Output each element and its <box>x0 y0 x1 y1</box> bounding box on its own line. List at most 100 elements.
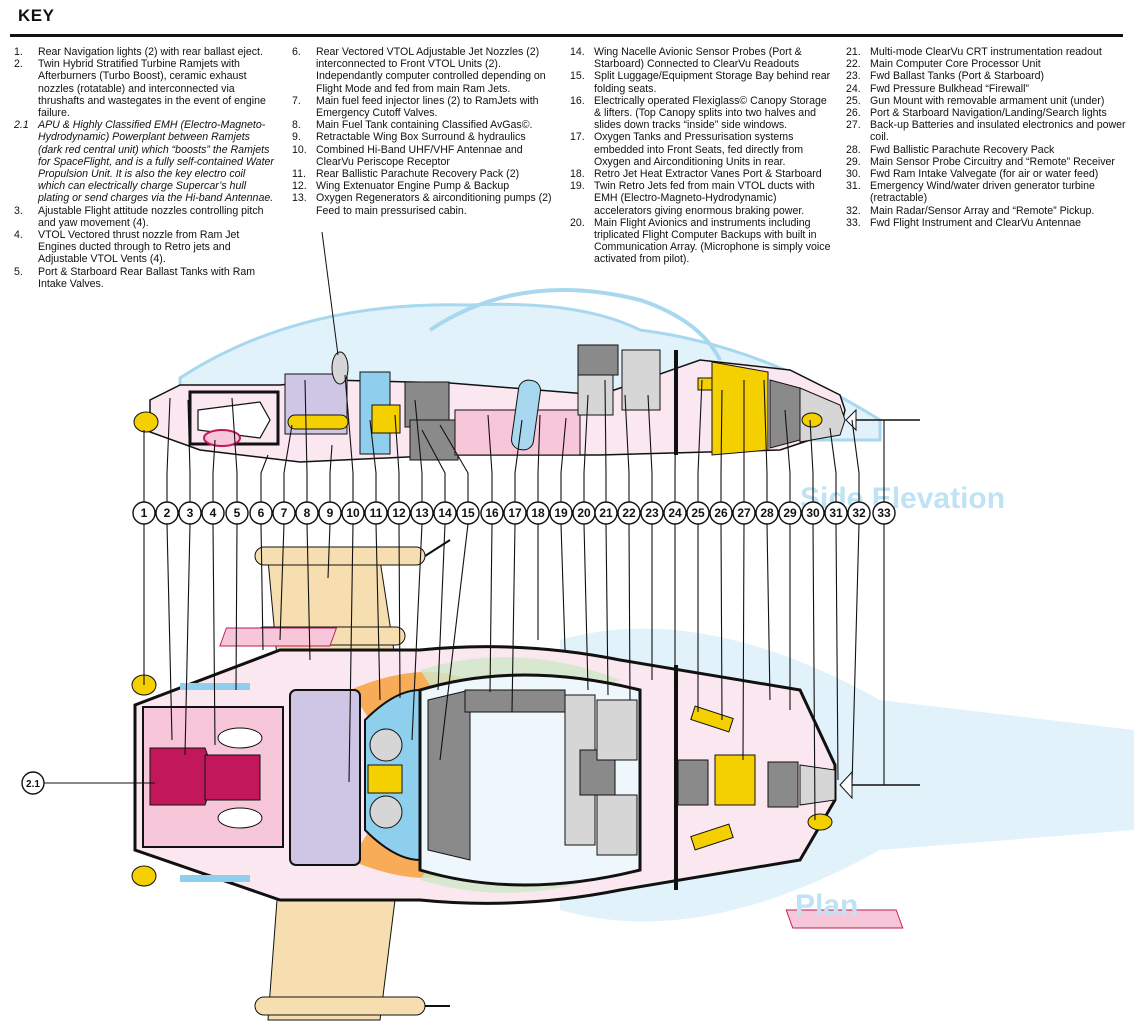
key-item: 24.Fwd Pressure Bulkhead “Firewall” <box>846 83 1126 95</box>
leader-line <box>306 523 311 661</box>
key-item-number: 3. <box>14 204 23 217</box>
callout-17: 17 <box>503 501 527 525</box>
key-item-text: Ajustable Flight attitude nozzles contro… <box>38 204 264 229</box>
plan-crt-bottom <box>596 794 638 856</box>
callout-2: 2 <box>155 501 179 525</box>
leader-line <box>184 523 191 756</box>
key-item-number: 30. <box>846 168 861 181</box>
key-item-number: 16. <box>570 94 585 107</box>
key-item-number: 27. <box>846 119 861 132</box>
leader-line <box>394 414 400 502</box>
key-item-number: 14. <box>570 46 585 58</box>
callout-31: 31 <box>824 501 848 525</box>
key-item-text: Twin Hybrid Stratified Turbine Ramjets w… <box>38 58 266 120</box>
side-avionics <box>577 344 619 376</box>
key-item-number: 22. <box>846 58 861 71</box>
key-item: 18. Retro Jet Heat Extractor Vanes Port &… <box>570 168 832 180</box>
key-item-text: Port & Starboard Navigation/Landing/Sear… <box>870 107 1107 120</box>
plan-heat-vane-bottom <box>785 909 904 929</box>
plan-ballast-arrow-bottom <box>180 875 250 882</box>
key-item-number: 28. <box>846 143 861 156</box>
callout-18: 18 <box>526 501 550 525</box>
key-item: 31.Emergency Wind/water driven generator… <box>846 180 1126 204</box>
callout-25: 25 <box>686 501 710 525</box>
key-item-number: 13. <box>292 192 307 205</box>
callout-number: 28 <box>760 506 774 520</box>
leader-line <box>398 523 401 699</box>
plan-nose <box>799 764 836 806</box>
key-item-number: 1. <box>14 46 23 58</box>
key-item-text: Retro Jet Heat Extractor Vanes Port & St… <box>594 168 822 181</box>
callout-number: 6 <box>258 506 265 520</box>
callout-number: 17 <box>508 506 522 520</box>
leader-line <box>411 523 423 741</box>
plan-rear-seat <box>464 689 566 713</box>
callout-7: 7 <box>272 501 296 525</box>
callout-5: 5 <box>225 501 249 525</box>
callout-number: 30 <box>806 506 820 520</box>
key-item-number: 18. <box>570 168 585 181</box>
callout-22: 22 <box>617 501 641 525</box>
leader-line <box>212 523 216 746</box>
callout-8: 8 <box>295 501 319 525</box>
plan-turbine-left <box>217 727 263 749</box>
side-ram-intake <box>801 412 823 428</box>
key-item-number: 12. <box>292 180 307 193</box>
plan-gun-mount-top <box>690 705 734 733</box>
key-item: 10.Combined Hi-Band UHF/VHF Antennae and… <box>292 144 554 168</box>
key-item-text: Main Fuel Tank containing Classified AvG… <box>316 119 533 132</box>
plan-batteries <box>714 754 756 806</box>
key-item: 2.Twin Hybrid Stratified Turbine Ramjets… <box>14 58 274 119</box>
key-item-number: 2.1 <box>14 119 29 132</box>
key-item-text: Oxygen Regenerators & airconditioning pu… <box>316 192 552 217</box>
key-item: 11.Rear Ballistic Parachute Recovery Pac… <box>292 168 554 180</box>
leader-line <box>628 523 631 701</box>
key-item-text: Rear Vectored VTOL Adjustable Jet Nozzle… <box>316 46 546 95</box>
leader-line <box>604 379 607 502</box>
key-column-4: 21.Multi-mode ClearVu CRT instrumentatio… <box>846 46 1126 229</box>
key-item-text: Rear Ballistic Parachute Recovery Pack (… <box>316 168 520 181</box>
plan-label: Plan <box>795 889 858 922</box>
callout-13: 13 <box>410 501 434 525</box>
key-title: KEY <box>18 6 55 25</box>
leader-line <box>166 523 173 741</box>
key-item-number: 10. <box>292 143 307 156</box>
leader-line <box>624 394 630 502</box>
leader-line <box>421 429 446 502</box>
key-item-number: 26. <box>846 107 861 120</box>
key-item-text: VTOL Vectored thrust nozzle from Ram Jet… <box>38 229 240 266</box>
callout-number: 25 <box>691 506 705 520</box>
leader-line <box>605 523 609 696</box>
key-item-text: Retractable Wing Box Surround & hydrauli… <box>316 131 526 144</box>
side-canopy-bubble <box>428 288 722 361</box>
side-rear-nav-light <box>133 411 159 433</box>
callout-number: 10 <box>346 506 360 520</box>
side-crt-readout <box>621 349 661 411</box>
leader-line <box>537 414 541 502</box>
callout-21: 21 <box>594 501 618 525</box>
leader-line <box>766 523 771 701</box>
callout-number: 9 <box>327 506 334 520</box>
side-retro-jet <box>577 374 614 416</box>
leader-line <box>279 523 285 641</box>
plan-rear-nav-light-bottom <box>131 865 157 887</box>
key-column-2: 6.Rear Vectored VTOL Adjustable Jet Nozz… <box>292 46 554 217</box>
callout-33: 33 <box>872 501 896 525</box>
callout-number: 11 <box>370 506 383 520</box>
leader-line <box>583 523 589 691</box>
callout-number: 3 <box>187 506 194 520</box>
key-item: 14.Wing Nacelle Avionic Sensor Probes (P… <box>570 46 832 70</box>
leader-line <box>647 394 653 502</box>
callout-number: 18 <box>531 506 545 520</box>
callout-number: 2.1 <box>26 779 40 790</box>
plan-ram-intake <box>807 813 833 831</box>
leader-line <box>231 397 238 502</box>
key-item: 28. Fwd Ballistic Parachute Recovery Pack <box>846 144 1126 156</box>
callout-number: 19 <box>554 506 568 520</box>
key-item: 25.Gun Mount with removable armament uni… <box>846 95 1126 107</box>
key-item-text: Fwd Ballistic Parachute Recovery Pack <box>870 143 1055 156</box>
leader-line <box>283 424 293 502</box>
callout-number: 32 <box>852 506 866 520</box>
key-item-text: APU & Highly Classified EMH (Electro-Mag… <box>38 119 274 205</box>
callout-number: 2 <box>164 506 171 520</box>
